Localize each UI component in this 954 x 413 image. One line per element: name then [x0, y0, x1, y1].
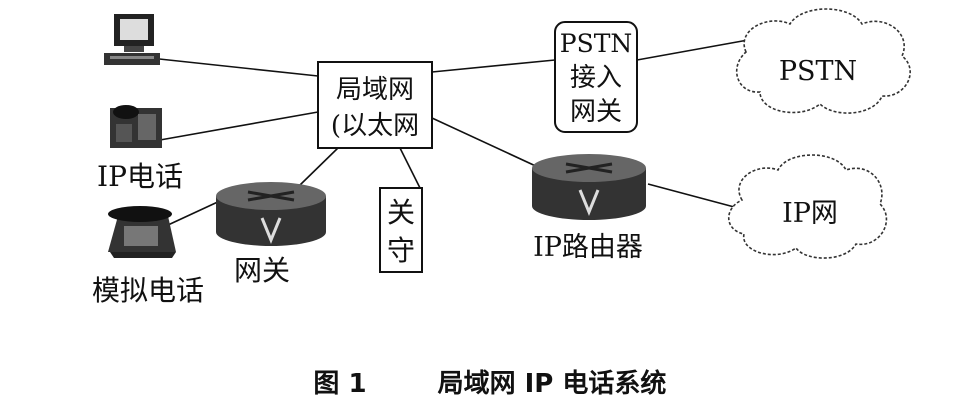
figure-number: 图 1 — [313, 369, 366, 399]
lan-label-line2: (以太网 — [331, 111, 419, 141]
ip-router-label: IP路由器 — [533, 232, 643, 263]
pstn-gateway-label-line3: 网关 — [570, 97, 622, 127]
pstn-gateway-label-line2: 接入 — [570, 63, 622, 93]
gatekeeper-label-line2: 守 — [387, 234, 415, 267]
link-pstngw-pstn — [636, 39, 749, 61]
link-lan-router — [431, 117, 541, 169]
link-lan-pstngw — [431, 59, 556, 73]
ip-cloud-label: IP网 — [782, 198, 838, 229]
lan-label-line1: 局域网 — [336, 75, 414, 105]
analog-phone-icon — [108, 206, 176, 258]
ip-router-icon — [532, 154, 646, 220]
connection-lines — [149, 39, 749, 226]
lan-box: 局域网 (以太网 — [317, 61, 433, 149]
link-gatekeeper-lan — [399, 147, 421, 189]
ip-phone-icon — [110, 105, 162, 148]
link-computer-lan — [149, 57, 319, 77]
gatekeeper-label-line1: 关 — [387, 196, 415, 229]
ip-phone-label: IP电话 — [97, 160, 183, 193]
pstn-gateway-box: PSTN 接入 网关 — [554, 21, 638, 133]
analog-phone-label: 模拟电话 — [92, 274, 204, 307]
link-router-ipnet — [647, 183, 739, 209]
pstn-cloud: PSTN — [735, 8, 911, 114]
gatekeeper-box: 关 守 — [379, 187, 423, 273]
gateway-router-icon — [216, 182, 326, 246]
link-analog-gateway — [167, 199, 223, 226]
figure-caption: 图 1 局域网 IP 电话系统 — [313, 368, 666, 399]
figure-title: 局域网 IP 电话系统 — [438, 368, 667, 399]
pstn-cloud-label: PSTN — [779, 56, 857, 87]
link-ipphone-lan — [159, 111, 319, 141]
computer-icon — [104, 14, 160, 65]
ip-network-cloud: IP网 — [727, 154, 888, 259]
gateway-label: 网关 — [234, 254, 290, 287]
pstn-gateway-label-line1: PSTN — [560, 29, 633, 58]
link-gateway-lan — [299, 145, 341, 186]
